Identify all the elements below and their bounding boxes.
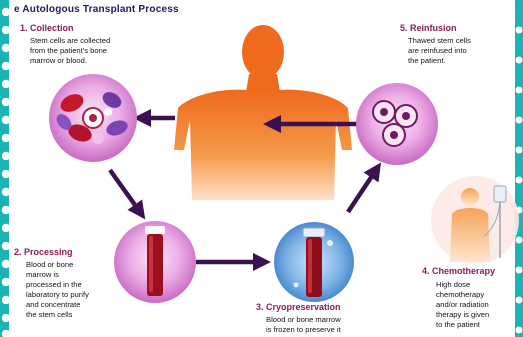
step-3-heading: 3. Cryopreservation [256,302,341,312]
body-silhouette-icon [174,25,352,200]
step-4-line: High dose [436,280,470,290]
step-3-line: is frozen to preserve it [266,325,341,335]
step-1-line: from the patient's bone [30,46,107,56]
step-5-line: are reinfused into [408,46,467,56]
step-2-line: Blood or bone [26,260,73,270]
step-2-heading: 2. Processing [14,247,73,257]
step-5-line: Thawed stem cells [408,36,471,46]
step-1-heading: 1. Collection [20,23,74,33]
step-5-line: the patient. [408,56,446,66]
dot-border-right [515,0,523,337]
patient-iv-icon [431,176,519,264]
step-2-line: the stem cells [26,310,72,320]
blood-cells-icon [49,74,137,162]
step-2-line: marrow is [26,270,59,280]
arrow-icon [348,170,376,212]
step-4-line: to the patient [436,320,480,330]
step-1-line: Stem cells are collected [30,36,110,46]
stem-cell-cluster-icon [356,83,438,165]
arrow-icon [110,170,140,212]
diagram-title: e Autologous Transplant Process [14,4,179,15]
step-4-line: and/or radiation [436,300,489,310]
cryo-vial-icon [274,222,354,302]
step-4-line: therapy is given [436,310,489,320]
dot-border [0,0,10,337]
step-2-line: processed in the [26,280,82,290]
step-4-line: chemotherapy [436,290,484,300]
step-2-line: laboratory to purify [26,290,89,300]
step-4-heading: 4. Chemotherapy [422,266,495,276]
step-3-line: Blood or bone marrow [266,315,341,325]
step-5-heading: 5. Reinfusion [400,23,457,33]
step-2-line: and concentrate [26,300,80,310]
test-tube-icon [114,221,196,303]
step-1-line: marrow or blood. [30,56,87,66]
